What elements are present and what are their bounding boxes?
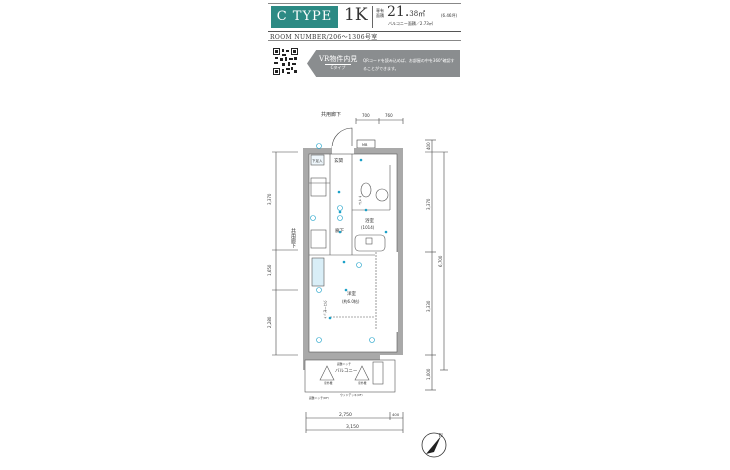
outdoor-unit-2: 室外機: [358, 381, 367, 385]
western-size: (約6.0帖): [342, 298, 360, 304]
dim-bottom-1: 400: [392, 412, 400, 417]
area-int: 21.: [387, 4, 410, 20]
note-right: ウッドデッキ(UF): [340, 393, 363, 397]
dim-left-1: 1,650: [267, 264, 272, 276]
vr-subtitle: Cタイプ: [325, 64, 351, 71]
electrical-fixtures: [328, 158, 388, 320]
dim-right-0: 400: [426, 142, 431, 150]
balcony-label: バルコニー: [335, 368, 358, 374]
type-badge: C TYPE: [271, 6, 338, 28]
rule: [268, 31, 461, 32]
qr-code[interactable]: [273, 48, 298, 75]
dim-left-2: 2,280: [267, 316, 272, 328]
svg-text:N: N: [439, 433, 443, 439]
bath-size: (1014): [361, 225, 375, 230]
western-label: 洋室: [347, 290, 356, 297]
rule: [268, 40, 461, 41]
dim-top-0: 700: [362, 113, 370, 118]
vr-title: VR物件内見: [319, 55, 358, 63]
balcony-area: バルコニー面積／2.73㎡: [388, 21, 433, 26]
room-number: ROOM NUMBER/206～1306号室: [270, 34, 378, 41]
dim-bottom-total: 3,150: [346, 424, 359, 430]
walls: [303, 146, 403, 370]
entrance-label: 玄関: [334, 157, 343, 164]
hatch-label: 避難ハッチ: [337, 362, 351, 366]
vr-description: QRコードを読み込めば、お部屋の中を360°確認することができます。: [363, 58, 455, 71]
shoe-label: 下足入: [312, 158, 323, 163]
outdoor-unit-1: 室外機: [324, 381, 333, 385]
dim-right-2: 3,330: [426, 300, 431, 312]
north-compass-icon: N: [421, 432, 447, 458]
divider: [372, 6, 373, 28]
top-rule: [268, 3, 461, 4]
area-dec: 38㎡: [409, 10, 426, 18]
dim-left-0: 3,370: [267, 193, 272, 205]
dim-right-3: 1,000: [426, 368, 431, 380]
area-tsubo: (6.46坪): [441, 13, 458, 18]
layout-type: 1K: [344, 5, 368, 25]
vr-banner[interactable]: VR物件内見 Cタイプ QRコードを読み込めば、お部屋の中を360°確認すること…: [307, 50, 460, 77]
hall-label: 廊下: [335, 227, 344, 234]
dim-right-1: 3,370: [426, 198, 431, 210]
corridor-left-label: 共用廊下: [290, 227, 296, 249]
bath-label: 浴室: [365, 217, 374, 224]
dim-bottom-0: 2,750: [339, 412, 352, 418]
corridor-top-label: 共用廊下: [321, 111, 341, 118]
toilet-label: トイレ: [358, 195, 362, 206]
mb-label: MB: [362, 143, 368, 147]
dim-right-total: 6,700: [438, 255, 443, 267]
note-left: 避難ハッチ(DF): [309, 396, 329, 400]
area-value: 21.38㎡: [387, 4, 425, 20]
area-label: 専有面積: [376, 8, 384, 18]
dim-top-1: 760: [385, 113, 393, 118]
closet-label: クローゼット: [323, 300, 328, 319]
entrance-door: [331, 127, 353, 149]
